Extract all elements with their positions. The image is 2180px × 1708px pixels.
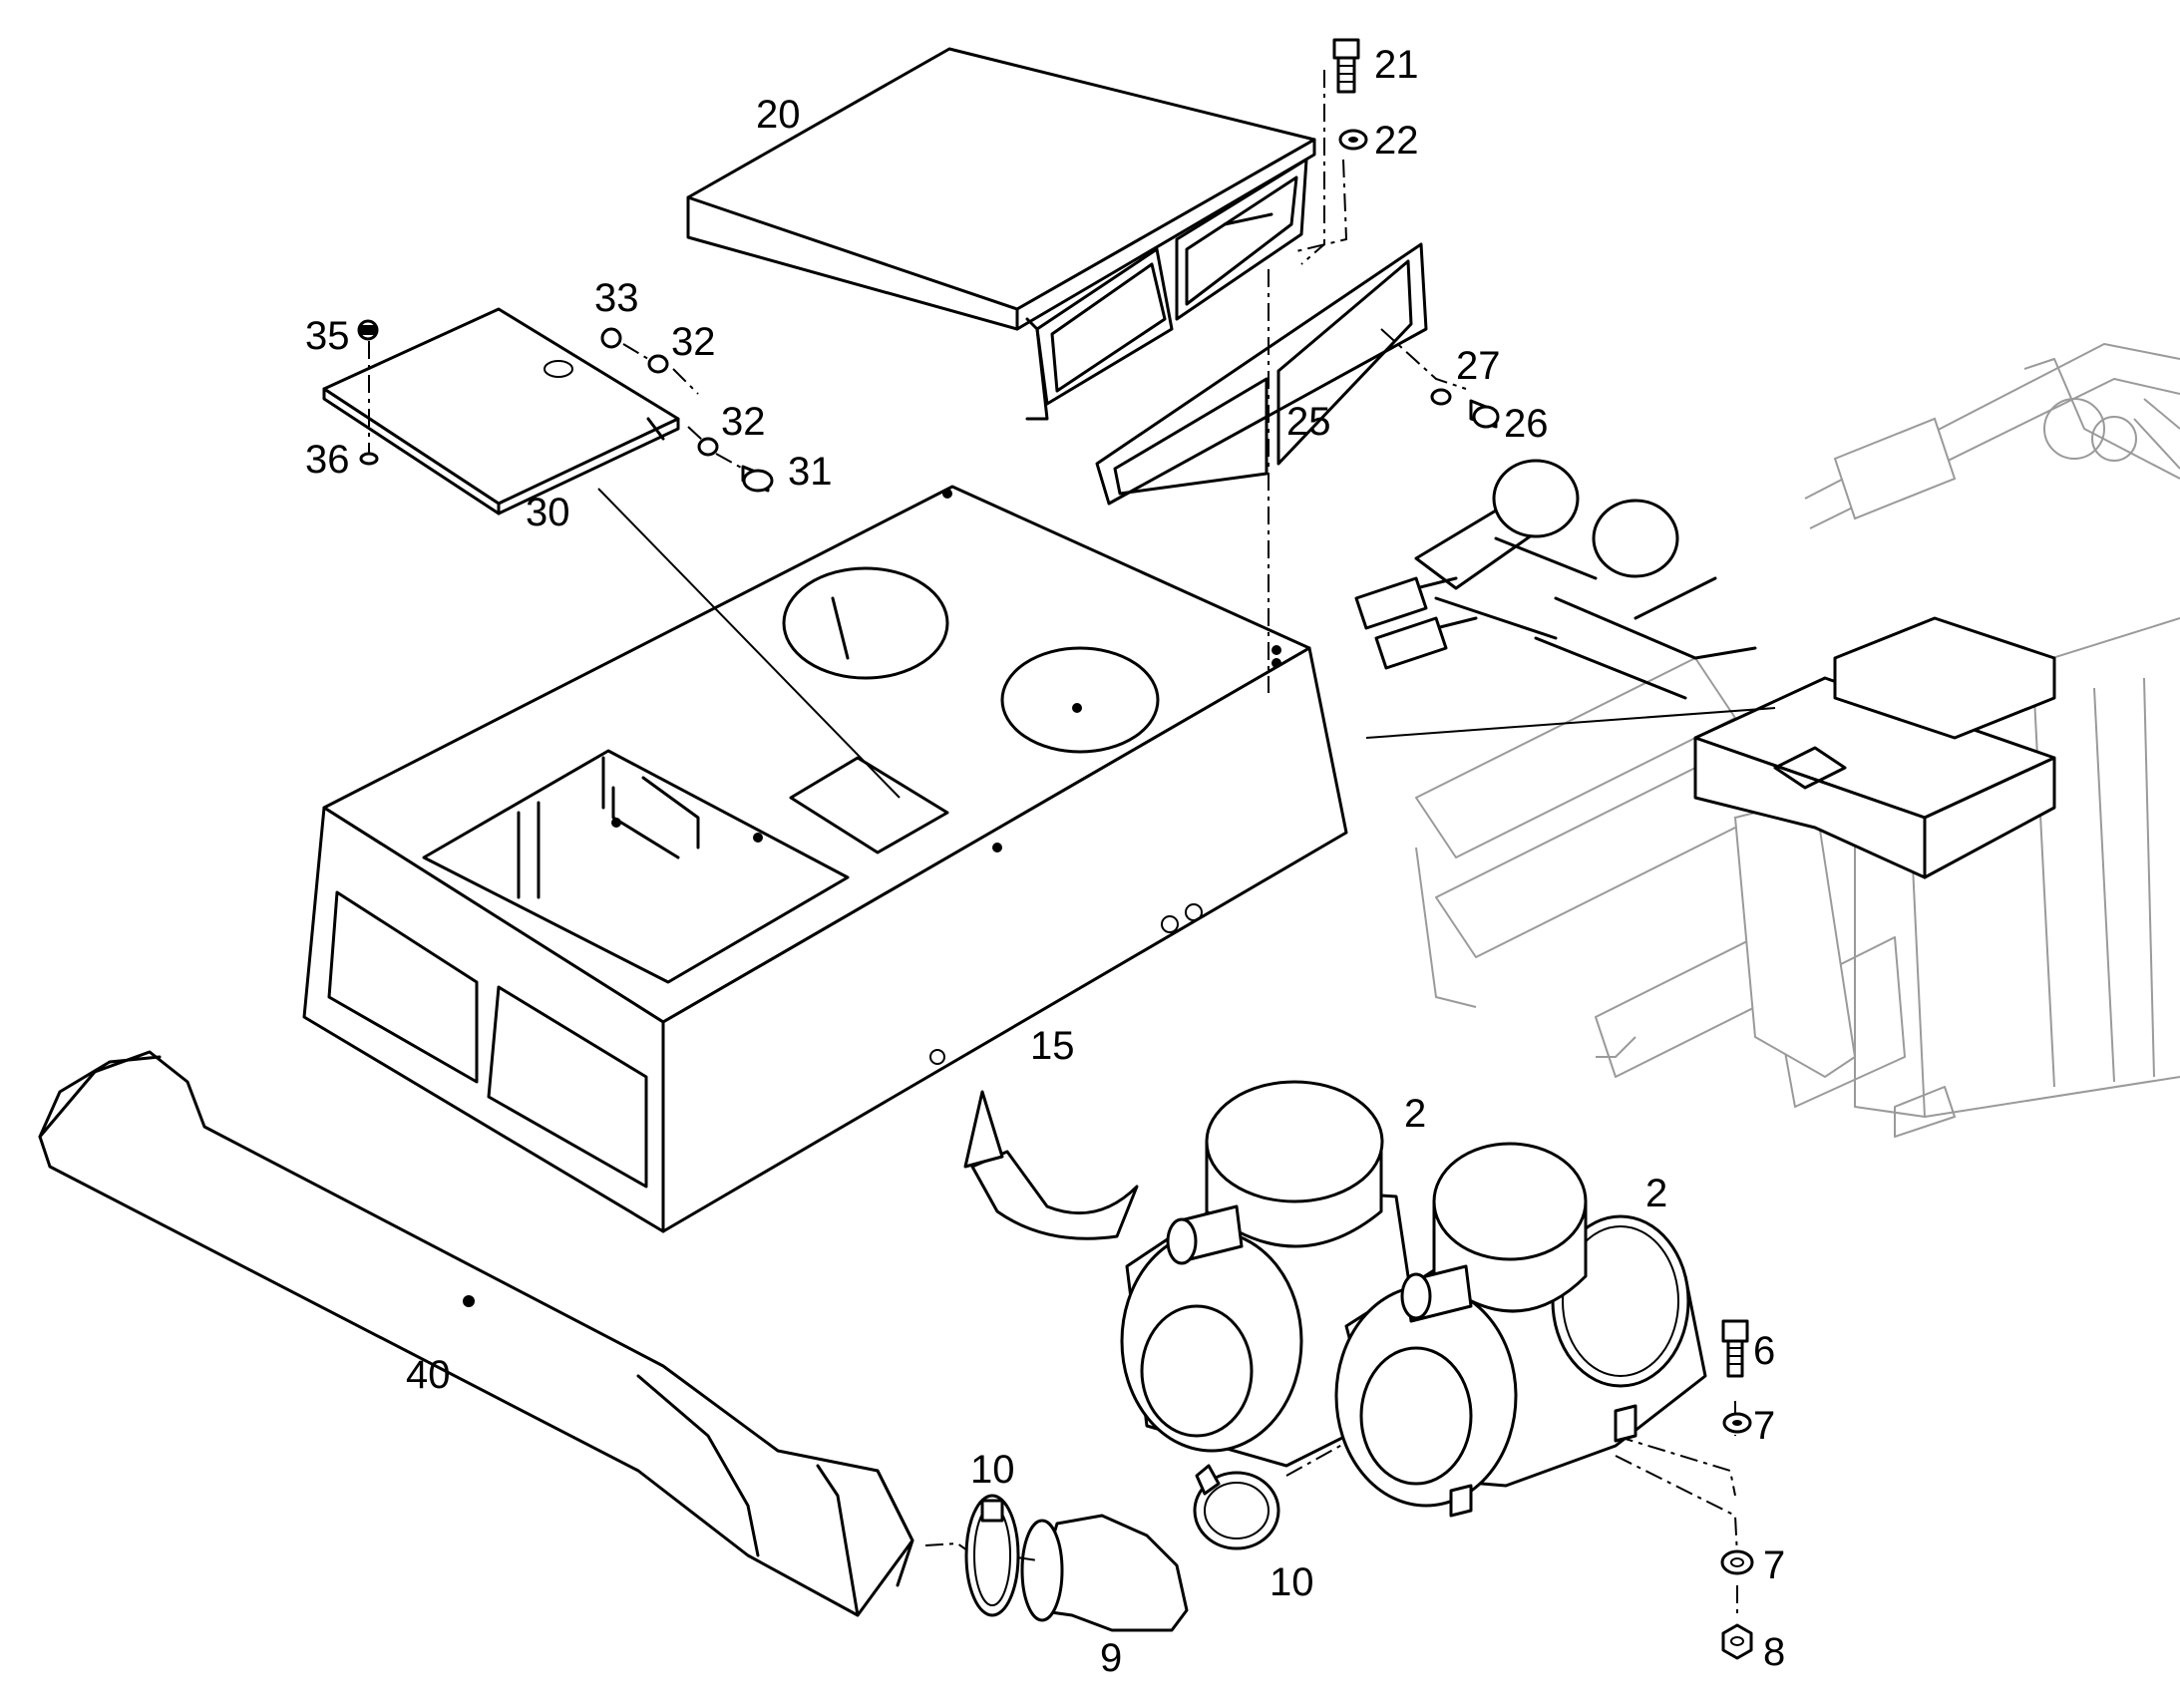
callout-7-upper: 7 (1753, 1404, 1775, 1448)
air-cleaner-2-right (1334, 1142, 1707, 1518)
callout-labels: 2 2 6 7 7 8 9 10 10 15 20 21 22 25 26 27… (305, 43, 1785, 1680)
washer-27 (1430, 388, 1452, 406)
plate-30 (322, 307, 680, 515)
callout-22: 22 (1374, 119, 1419, 163)
callout-21: 21 (1374, 43, 1419, 87)
gasket-25 (1095, 242, 1428, 506)
air-cleaner-2-left (1120, 1080, 1428, 1468)
clamp-10-left (964, 1494, 1020, 1617)
callout-9: 9 (1100, 1636, 1122, 1680)
callout-10-left: 10 (970, 1448, 1015, 1492)
callout-6: 6 (1753, 1329, 1775, 1373)
callout-2-right: 2 (1645, 1172, 1667, 1215)
elbow-9 (1020, 1514, 1189, 1632)
callout-25: 25 (1286, 400, 1331, 444)
callout-8: 8 (1763, 1630, 1785, 1674)
callout-2-left: 2 (1404, 1092, 1426, 1136)
bolt-6 (1721, 1319, 1749, 1378)
callout-32-upper: 32 (671, 320, 716, 364)
cover-20 (686, 47, 1316, 421)
washer-7-upper (1722, 1412, 1752, 1434)
callout-40: 40 (406, 1353, 451, 1397)
callout-7-lower: 7 (1763, 1543, 1785, 1587)
callout-30: 30 (526, 491, 570, 534)
callout-36: 36 (305, 438, 350, 482)
muffler-context (1354, 459, 1757, 700)
callout-32-lower: 32 (721, 400, 766, 444)
screw-26 (1469, 399, 1500, 429)
clamp-10-right (1193, 1464, 1280, 1550)
washer-22 (1338, 129, 1368, 151)
leader-lines (597, 488, 1776, 799)
callout-33: 33 (594, 276, 639, 320)
bolt-21 (1332, 38, 1360, 94)
fasteners-30 (357, 319, 774, 493)
direction-arrow (963, 1090, 1139, 1240)
nut-8 (1721, 1623, 1753, 1660)
callout-10-right: 10 (1270, 1560, 1314, 1604)
callout-15: 15 (1030, 1024, 1075, 1068)
housing-context (1693, 616, 2056, 879)
washer-7-lower (1720, 1549, 1754, 1575)
callout-35: 35 (305, 314, 350, 358)
callout-20: 20 (756, 93, 801, 137)
callout-26: 26 (1504, 402, 1549, 446)
callout-27: 27 (1456, 344, 1501, 388)
assembly-dash-lines (924, 70, 1738, 1615)
duct-40 (38, 1050, 914, 1617)
housing-15 (302, 485, 1348, 1233)
callout-31: 31 (788, 450, 833, 494)
